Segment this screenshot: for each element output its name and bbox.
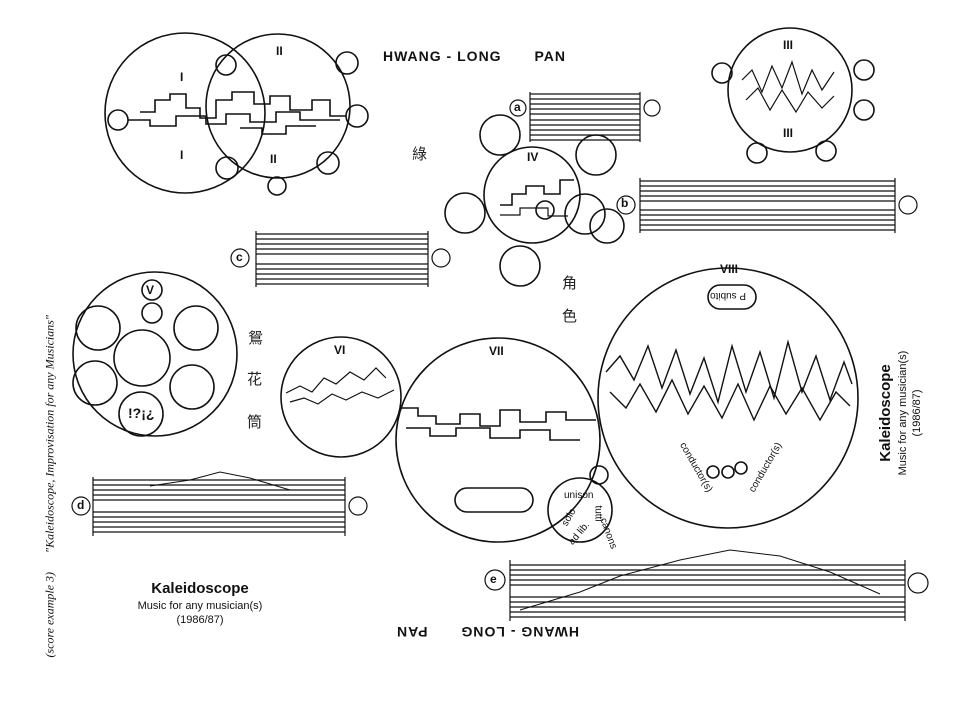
title-block-main: Kaleidoscope Music for any musician(s) (… [135,580,265,626]
cjk-char-1: 綠 [412,145,428,163]
cjk-char-4: 鴛 [248,329,264,347]
staff-letter-d-left: d [77,498,85,512]
circle-group-III [711,27,875,164]
title-block-rotated: Kaleidoscope Music for any musician(s) (… [877,343,923,483]
marker-VIII-top: VIII [720,262,739,276]
composer-headline-rotated: HWANG - LONG PAN [396,624,579,640]
staff-c [230,231,451,287]
staff-a [509,92,661,142]
stepped-line-I [140,91,346,119]
circle-V [72,271,238,437]
circle-VIII [597,267,859,529]
marker-II-top: II [276,44,283,58]
circle-I [104,32,266,194]
circle-group-I-II [104,32,369,196]
cjk-char-5: 花 [247,370,263,388]
year-main: (1986/87) [176,614,224,626]
side-caption-note: (score example 3) [42,571,57,658]
circle-group-IV [444,114,625,287]
staff-b [616,178,918,233]
marker-VI-top: VI [334,343,346,357]
p-subito-label: P subito [710,290,746,301]
marker-V: V [146,283,155,297]
title-main: Kaleidoscope [151,580,249,597]
composer-headline: HWANG - LONG PAN [383,48,566,64]
marker-II-bottom: II [270,152,277,166]
stepped-line-III [240,125,316,135]
side-caption: (score example 3) "Kaleidoscope, Improvi… [42,238,58,658]
marker-I-top: I [180,70,184,84]
marker-VII-top: VII [489,344,504,358]
title-rotated: Kaleidoscope [877,364,894,462]
unison-label: unison [564,490,594,501]
question-marks-label: !?¡¿ [128,405,155,421]
marker-III-bottom: III [783,126,794,140]
composer-family-name-rotated: LONG [460,624,505,640]
circle-group-V [72,271,238,437]
composer-given-name-rotated: HWANG [520,624,579,640]
stepped-line-II [128,111,340,127]
staff-letter-a-left: a [514,100,521,114]
cjk-char-3: 色 [562,307,578,325]
circle-VI [280,336,402,458]
circle-II [205,33,351,179]
staff-e [484,549,929,621]
composer-surname-rotated: PAN [396,624,428,640]
marker-III-top: III [783,38,794,52]
circle-VII [395,337,601,543]
circle-III [727,27,853,153]
marker-I-bottom: I [180,148,184,162]
staff-d [71,471,368,536]
side-caption-quote: "Kaleidoscope, Improvisation for any Mus… [42,315,57,553]
subtitle-main: Music for any musician(s) [137,600,263,612]
composer-given-name: HWANG [383,48,442,64]
year-rotated: (1986/87) [911,389,923,437]
composer-family-name: LONG [457,48,502,64]
staff-letter-e-left: e [490,572,497,586]
circle-group-VIII [547,267,859,543]
staff-letter-c-left: c [236,250,243,264]
marker-IV: IV [527,150,539,164]
composer-surname: PAN [534,48,566,64]
staff-letter-b-left: b [621,196,629,210]
circle-group-VI [280,336,402,458]
cjk-char-6: 筒 [247,413,263,431]
subtitle-rotated: Music for any musician(s) [897,350,909,476]
cjk-char-2: 角 [562,274,578,292]
